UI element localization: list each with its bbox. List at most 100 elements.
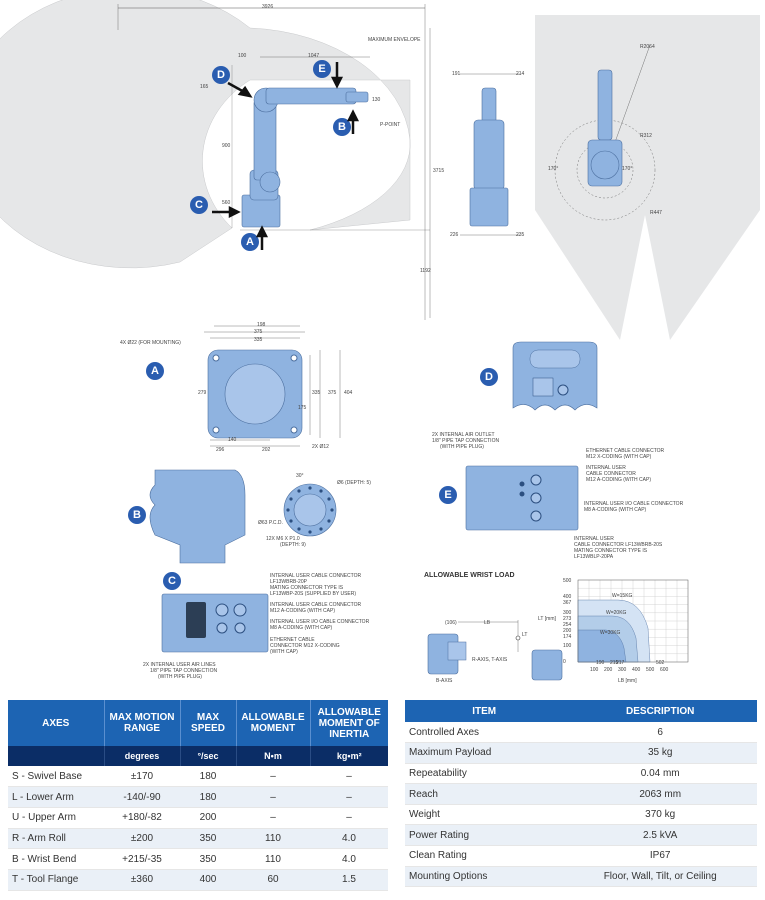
table-cell: 4.0	[310, 848, 388, 870]
callout-d: D	[212, 66, 230, 84]
dim-900: 900	[222, 143, 231, 149]
robot-side	[241, 87, 369, 228]
table-cell: 350	[180, 828, 236, 850]
axes-header-moment: ALLOWABLE MOMENT	[236, 700, 311, 746]
detail-a-335: 335	[254, 337, 263, 343]
detail-c-l12: 2X INTERNAL USER AIR LINES	[143, 662, 216, 668]
table-cell: –	[310, 786, 388, 808]
detail-e-l14: LF13WBLP-20PA	[574, 554, 614, 560]
detail-e-l11: INTERNAL USER	[574, 536, 614, 542]
dim-overall-width: 3926	[262, 4, 274, 10]
unit-range: degrees	[104, 746, 181, 766]
table-cell: 4.0	[310, 828, 388, 850]
chart-frame	[577, 579, 689, 663]
table-cell: IP67	[563, 845, 757, 867]
side-view-drawing	[0, 0, 431, 320]
detail-a-375: 375	[254, 329, 263, 335]
detail-c-l1: INTERNAL USER CABLE CONNECTOR	[270, 573, 362, 579]
detail-a-140: 140	[228, 437, 237, 443]
detail-c-l13: 1/8" PIPE TAP CONNECTION	[150, 668, 218, 674]
detail-e-l2: 1/8" PIPE TAP CONNECTION	[432, 438, 500, 444]
top-r2064: R2064	[640, 44, 655, 50]
table-cell: S - Swivel Base	[8, 766, 104, 788]
top-view-drawing	[535, 15, 760, 340]
table-cell: B - Wrist Bend	[8, 848, 104, 870]
table-cell: Mounting Options	[405, 866, 564, 888]
dim-165: 165	[200, 84, 209, 90]
detail-a-hole: 2X Ø12	[312, 444, 329, 450]
unit-speed: °/sec	[180, 746, 237, 766]
detail-e-l13: MATING CONNECTOR TYPE IS	[574, 548, 648, 554]
detail-e-l8: M12 A-CODING (WITH CAP)	[586, 477, 652, 483]
table-cell: –	[310, 766, 388, 788]
chart-y-tick: 174	[563, 634, 572, 640]
motion-envelope	[0, 0, 411, 269]
chart-y-tick: 100	[563, 643, 572, 649]
detail-c-l7: INTERNAL USER I/O CABLE CONNECTOR	[270, 619, 370, 625]
chart-y-tick: 273	[563, 616, 572, 622]
table-cell: 400	[180, 869, 236, 891]
series-label: W=20KG	[606, 610, 627, 616]
detail-b-thread: 12X M6 X P1.0	[266, 536, 300, 542]
callout-e: E	[313, 60, 331, 78]
table-cell: 110	[236, 828, 310, 850]
top-170-left: 170°	[548, 166, 559, 172]
chart-x-tick-top: 215	[610, 660, 619, 666]
front-dim-226: 226	[450, 232, 459, 238]
detail-b-thread-depth: (DEPTH: 9)	[280, 542, 306, 548]
table-cell: 180	[180, 786, 236, 808]
table-cell: Power Rating	[405, 824, 564, 847]
wrist-dim-106: (106)	[445, 620, 457, 626]
front-dim-214: 214	[516, 71, 525, 77]
wrist-chart-ylabel: LT [mm]	[538, 616, 556, 622]
detail-c-panel	[161, 593, 269, 653]
chart-x-tick: 600	[660, 667, 669, 673]
callout-c: C	[190, 196, 208, 214]
callout-b: B	[333, 118, 351, 136]
callout-arrows	[212, 62, 360, 250]
detail-a-drawing	[204, 325, 341, 447]
top-r447: R447	[650, 210, 662, 216]
detail-e-l5: M12 X-CODING (WITH CAP)	[586, 454, 652, 460]
dim-100: 100	[238, 53, 247, 59]
unit-axes	[8, 746, 105, 766]
axes-table: AXES MAX MOTION RANGE MAX SPEED ALLOWABL…	[8, 700, 388, 891]
table-cell: Floor, Wall, Tilt, or Ceiling	[563, 866, 757, 888]
chart-x-tick: 200	[604, 667, 613, 673]
axes-header-inertia: ALLOWABLE MOMENT OF INERTIA	[310, 700, 388, 746]
max-envelope-label: MAXIMUM ENVELOPE	[368, 37, 421, 43]
detail-c-l8: M8 A-CODING (WITH CAP)	[270, 625, 333, 631]
detail-e-l4: ETHERNET CABLE CONNECTOR	[586, 448, 665, 454]
detail-e-label: E	[439, 486, 457, 504]
chart-x-tick-top: 502	[656, 660, 665, 666]
detail-e-l1: 2X INTERNAL AIR OUTLET	[432, 432, 495, 438]
unit-inertia: kg•m²	[310, 746, 388, 766]
detail-e-l6: INTERNAL USER	[586, 465, 626, 471]
wrist-load-chart	[577, 579, 689, 663]
detail-e-l3: (WITH PIPE PLUG)	[440, 444, 484, 450]
table-cell: ±360	[104, 869, 180, 891]
detail-a-175: 175	[298, 405, 307, 411]
wrist-dim-lb: LB	[484, 620, 491, 626]
dim-3715: 3715	[433, 168, 445, 174]
detail-a-279: 279	[198, 390, 207, 396]
chart-x-tick: 400	[632, 667, 641, 673]
table-cell: 2.5 kVA	[563, 824, 757, 847]
detail-c-l5: INTERNAL USER CABLE CONNECTOR	[270, 602, 362, 608]
table-cell: Reach	[405, 783, 564, 805]
specs-header-description: DESCRIPTION	[563, 700, 757, 722]
detail-e-drawing	[465, 465, 579, 531]
table-cell: Clean Rating	[405, 845, 564, 867]
